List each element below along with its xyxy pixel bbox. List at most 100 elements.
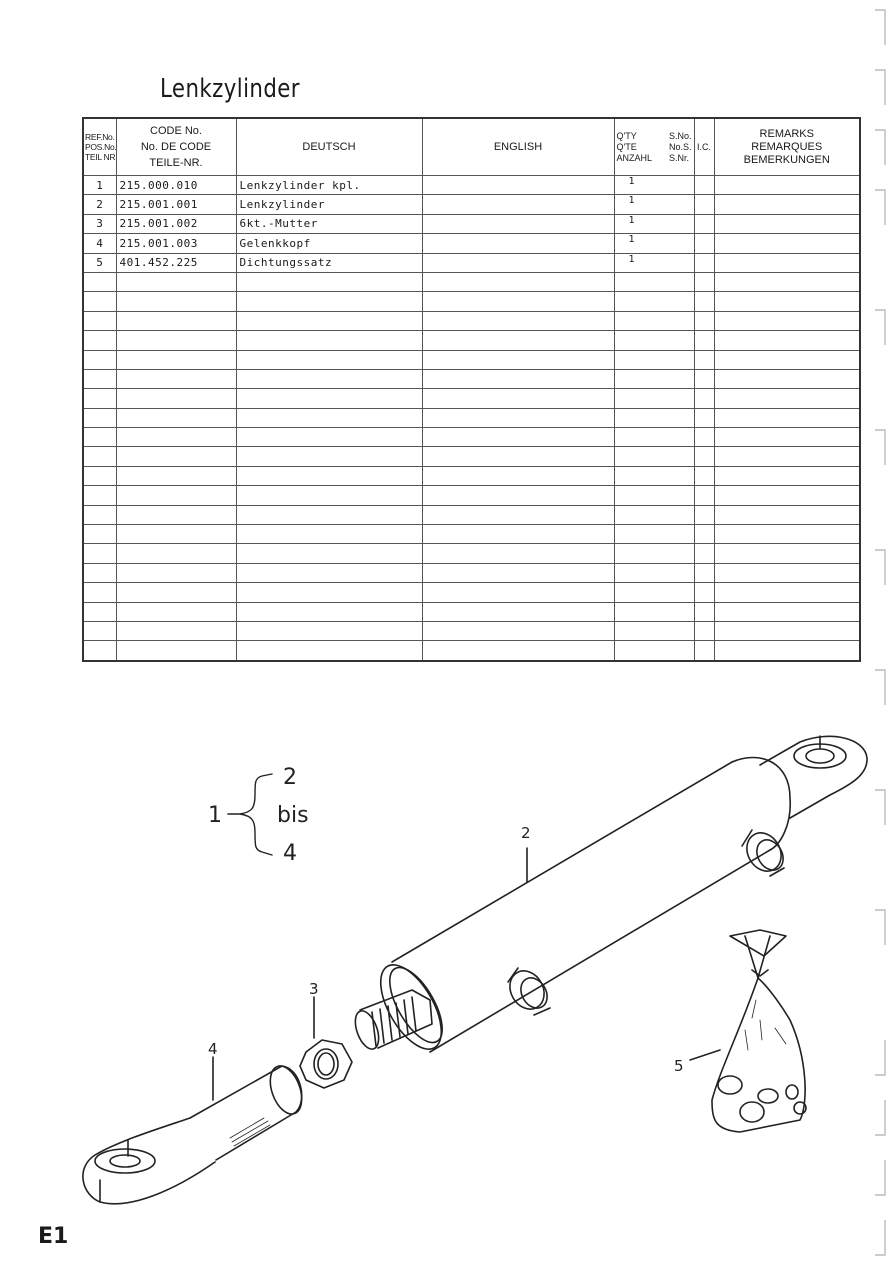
- cell-code: 215.001.003: [115, 233, 237, 254]
- cell-ic: [693, 582, 715, 603]
- cell-deutsch: [235, 388, 423, 409]
- cell-deutsch: Gelenkkopf: [235, 233, 423, 254]
- cell-remarks: [713, 271, 861, 293]
- cell-english: [421, 330, 615, 351]
- cell-deutsch: [235, 601, 423, 622]
- cell-qty: [613, 427, 695, 448]
- callout-2: 2: [521, 824, 531, 842]
- cell-ref: [82, 620, 117, 642]
- cell-code: [115, 368, 237, 390]
- binder-edge-marks: [875, 9, 886, 1256]
- cell-deutsch: [235, 271, 423, 293]
- cell-ic: [693, 213, 715, 235]
- cell-ref: [82, 349, 117, 370]
- cell-ic: [693, 543, 715, 564]
- cell-code: [115, 640, 237, 662]
- page-label: E1: [38, 1224, 69, 1249]
- cell-ic: [693, 271, 715, 293]
- cell-ic: [693, 330, 715, 351]
- cell-qty: 1: [613, 252, 695, 273]
- table-row: [82, 485, 861, 506]
- cell-ic: [693, 485, 715, 506]
- cell-english: [421, 407, 615, 429]
- table-row: [82, 407, 861, 429]
- cell-ic: [693, 446, 715, 467]
- exploded-view-diagram: 2 bis 4 1 2 3 4 5: [82, 735, 868, 1205]
- cell-english: [421, 562, 615, 584]
- cell-remarks: [713, 504, 861, 526]
- cell-ic: [693, 233, 715, 254]
- group-bottom-label: 4: [283, 841, 297, 866]
- cylinder-body: [379, 735, 868, 1053]
- cell-qty: [613, 465, 695, 487]
- cell-deutsch: Dichtungssatz: [235, 252, 423, 273]
- group-top-label: 2: [283, 765, 297, 790]
- cell-ref: [82, 291, 117, 312]
- table-row: [82, 504, 861, 526]
- cell-english: [421, 194, 615, 215]
- cell-ic: [693, 620, 715, 642]
- cell-code: [115, 465, 237, 487]
- header-deutsch: DEUTSCH: [235, 117, 423, 176]
- table-row: [82, 291, 861, 312]
- cell-ic: [693, 562, 715, 584]
- cell-qty: [613, 543, 695, 564]
- seal-kit-bag: [711, 929, 807, 1133]
- cell-ic: [693, 194, 715, 215]
- table-header-row: REF.No. POS.No. TEIL NR. CODE No. No. DE…: [82, 117, 861, 176]
- rod-eye: [82, 1065, 303, 1205]
- cell-code: [115, 291, 237, 312]
- cell-remarks: [713, 174, 861, 196]
- cell-remarks: [713, 213, 861, 235]
- cell-deutsch: [235, 543, 423, 564]
- cell-remarks: [713, 524, 861, 545]
- cell-ref: [82, 640, 117, 662]
- cell-deutsch: [235, 562, 423, 584]
- cell-remarks: [713, 310, 861, 332]
- group-label: 1: [208, 803, 222, 828]
- cell-ref: [82, 427, 117, 448]
- cell-remarks: [713, 368, 861, 390]
- cell-english: [421, 446, 615, 467]
- table-row: [82, 446, 861, 467]
- cell-english: [421, 388, 615, 409]
- cell-code: [115, 562, 237, 584]
- cell-qty: [613, 504, 695, 526]
- cell-english: [421, 174, 615, 196]
- cell-remarks: [713, 252, 861, 273]
- header-english: ENGLISH: [421, 117, 615, 176]
- cell-remarks: [713, 582, 861, 603]
- cell-ic: [693, 427, 715, 448]
- cell-code: [115, 601, 237, 622]
- cell-remarks: [713, 446, 861, 467]
- cell-english: [421, 601, 615, 622]
- cell-ref: [82, 407, 117, 429]
- cell-qty: [613, 407, 695, 429]
- cell-remarks: [713, 233, 861, 254]
- cell-ref: [82, 368, 117, 390]
- cell-qty: [613, 524, 695, 545]
- cell-code: [115, 388, 237, 409]
- cell-deutsch: [235, 620, 423, 642]
- cell-code: 215.001.001: [115, 194, 237, 215]
- cell-remarks: [713, 427, 861, 448]
- cell-deutsch: 6kt.-Mutter: [235, 213, 423, 235]
- page-title: Lenkzylinder: [160, 74, 300, 104]
- cell-ref: 3: [82, 213, 117, 235]
- cell-qty: [613, 271, 695, 293]
- table-row: [82, 543, 861, 564]
- cell-deutsch: [235, 582, 423, 603]
- cell-remarks: [713, 543, 861, 564]
- cell-ref: [82, 271, 117, 293]
- cell-deutsch: Lenkzylinder: [235, 194, 423, 215]
- cell-qty: [613, 562, 695, 584]
- cell-english: [421, 465, 615, 487]
- parts-table: REF.No. POS.No. TEIL NR. CODE No. No. DE…: [82, 117, 861, 662]
- cell-qty: 1: [613, 174, 695, 196]
- cell-remarks: [713, 291, 861, 312]
- cell-deutsch: [235, 524, 423, 545]
- header-ref: REF.No. POS.No. TEIL NR.: [82, 117, 117, 176]
- table-row: [82, 310, 861, 332]
